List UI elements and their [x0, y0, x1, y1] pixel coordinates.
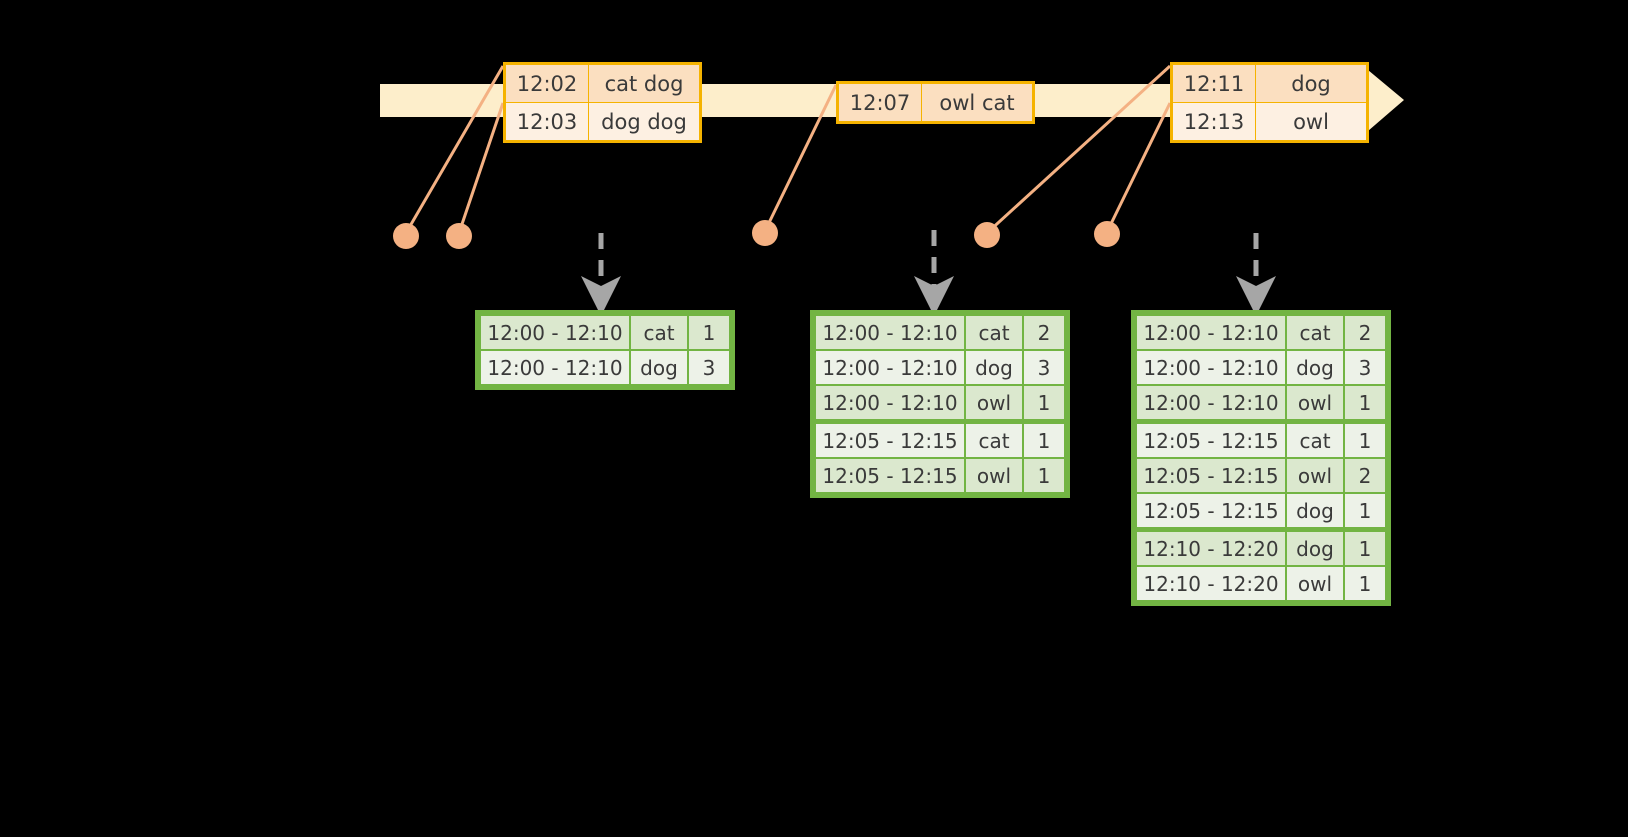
cell-window: 12:00 - 12:10	[1137, 386, 1285, 422]
event-row[interactable]: 12:13 owl	[1171, 102, 1368, 142]
cell-count: 1	[1345, 386, 1385, 422]
cell-count: 3	[1345, 351, 1385, 384]
cell-word: cat	[966, 316, 1022, 349]
dashed-arrows	[581, 230, 1276, 316]
cell-window: 12:00 - 12:10	[481, 351, 629, 384]
event-box-2[interactable]: 12:07 owl cat	[836, 81, 1035, 124]
cell-window: 12:05 - 12:15	[816, 459, 964, 492]
connector-line-5	[1105, 102, 1172, 233]
cell-word: owl	[1287, 567, 1343, 600]
event-row[interactable]: 12:03 dog dog	[504, 102, 701, 142]
event-words: owl cat	[921, 82, 1034, 123]
cell-window: 12:00 - 12:10	[1137, 351, 1285, 384]
cell-window: 12:10 - 12:20	[1137, 567, 1285, 600]
cell-count: 1	[1024, 386, 1064, 422]
connector-dot-4	[974, 222, 1000, 248]
cell-word: cat	[1287, 424, 1343, 457]
event-time: 12:07	[837, 82, 922, 123]
event-time: 12:11	[1171, 63, 1256, 103]
cell-count: 1	[1345, 424, 1385, 457]
cell-word: cat	[966, 424, 1022, 457]
cell-word: dog	[1287, 494, 1343, 530]
cell-word: owl	[966, 459, 1022, 492]
cell-word: cat	[631, 316, 687, 349]
cell-word: owl	[1287, 386, 1343, 422]
event-row[interactable]: 12:11 dog	[1171, 63, 1368, 103]
cell-count: 1	[1345, 494, 1385, 530]
cell-window: 12:10 - 12:20	[1137, 532, 1285, 565]
connector-line-1	[404, 65, 505, 234]
cell-window: 12:00 - 12:10	[481, 316, 629, 349]
cell-count: 2	[1024, 316, 1064, 349]
cell-window: 12:00 - 12:10	[816, 386, 964, 422]
cell-window: 12:00 - 12:10	[1137, 316, 1285, 349]
event-box-3[interactable]: 12:11 dog 12:13 owl	[1170, 62, 1369, 143]
connector-line-3	[763, 84, 838, 232]
cell-count: 1	[689, 316, 729, 349]
connector-line-2	[457, 102, 505, 234]
connector-dot-3	[752, 220, 778, 246]
cell-count: 3	[689, 351, 729, 384]
event-words: owl	[1255, 102, 1368, 142]
event-row[interactable]: 12:02 cat dog	[504, 63, 701, 103]
cell-window: 12:05 - 12:15	[1137, 459, 1285, 492]
cell-count: 2	[1345, 316, 1385, 349]
event-row[interactable]: 12:07 owl cat	[837, 82, 1034, 123]
timeline-arrow-head	[1368, 70, 1404, 131]
cell-count: 1	[1024, 459, 1064, 492]
event-time: 12:03	[504, 102, 589, 142]
event-box-1[interactable]: 12:02 cat dog 12:03 dog dog	[503, 62, 702, 143]
cell-count: 3	[1024, 351, 1064, 384]
cell-count: 1	[1345, 532, 1385, 565]
cell-window: 12:05 - 12:15	[816, 424, 964, 457]
event-time: 12:13	[1171, 102, 1256, 142]
event-words: dog	[1255, 63, 1368, 103]
connector-dot-1	[393, 223, 419, 249]
cell-word: owl	[966, 386, 1022, 422]
connector-dots	[393, 220, 1120, 249]
cell-count: 2	[1345, 459, 1385, 492]
cell-word: dog	[1287, 532, 1343, 565]
cell-word: dog	[631, 351, 687, 384]
cell-window: 12:00 - 12:10	[816, 351, 964, 384]
cell-word: cat	[1287, 316, 1343, 349]
event-words: dog dog	[588, 102, 701, 142]
cell-word: owl	[1287, 459, 1343, 492]
cell-count: 1	[1024, 424, 1064, 457]
cell-word: dog	[1287, 351, 1343, 384]
cell-window: 12:00 - 12:10	[816, 316, 964, 349]
connector-dot-5	[1094, 221, 1120, 247]
cell-word: dog	[966, 351, 1022, 384]
connector-dot-2	[446, 223, 472, 249]
cell-count: 1	[1345, 567, 1385, 600]
cell-window: 12:05 - 12:15	[1137, 424, 1285, 457]
event-time: 12:02	[504, 63, 589, 103]
event-words: cat dog	[588, 63, 701, 103]
cell-window: 12:05 - 12:15	[1137, 494, 1285, 530]
